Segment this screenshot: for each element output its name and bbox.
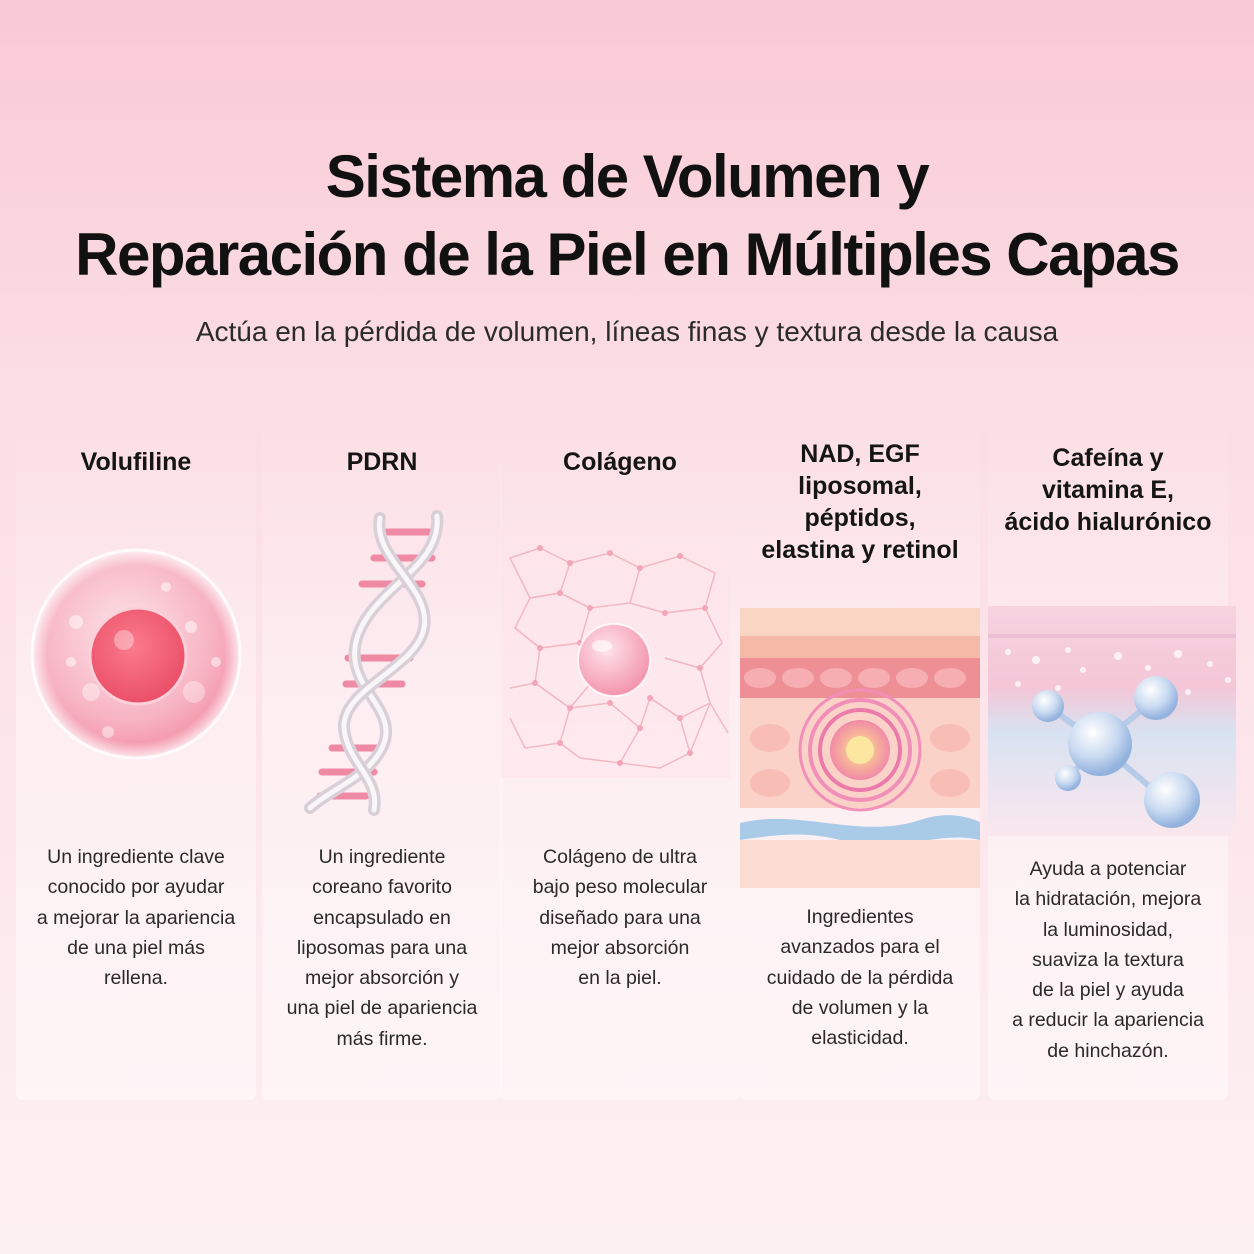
ingredient-title-line: elastina y retinol xyxy=(761,536,959,564)
page-subtitle: Actúa en la pérdida de volumen, líneas f… xyxy=(195,316,1059,347)
description-line: conocido por ayudar xyxy=(47,876,225,899)
ingredient-card-cafeina: Cafeína y vitamina E, ácido hialurónico xyxy=(988,420,1236,1100)
ingredient-card-pdrn: PDRN Un ingrediente coreano favorito enc… xyxy=(262,420,502,1100)
description-line: una piel de apariencia xyxy=(286,997,478,1020)
ingredient-card-volufiline: Volufiline xyxy=(16,420,256,1100)
description-line: Un ingrediente clave xyxy=(47,846,225,868)
description-line: avanzados para el xyxy=(780,936,940,959)
ingredient-description: Ayuda a potenciar la hidratación, mejora… xyxy=(988,854,1228,1066)
description-line: en la piel. xyxy=(578,967,662,990)
dna-helix-icon xyxy=(304,510,444,816)
description-line: encapsulado en xyxy=(313,906,451,929)
ingredient-title: Volufiline xyxy=(16,446,256,478)
description-line: elasticidad. xyxy=(811,1027,909,1050)
ingredient-description: Un ingrediente clave conocido por ayudar… xyxy=(16,842,256,993)
description-line: mejor absorción xyxy=(550,936,690,959)
ingredient-description: Un ingrediente coreano favorito encapsul… xyxy=(262,842,502,1054)
page-title-line-1: Sistema de Volumen y xyxy=(325,143,930,210)
ingredient-title-line: NAD, EGF xyxy=(800,440,920,468)
ingredient-title-line: Cafeína y xyxy=(1052,444,1164,472)
description-line: a mejorar la apariencia xyxy=(36,906,236,929)
ingredient-title-line: ácido hialurónico xyxy=(1004,508,1212,536)
description-line: más firme. xyxy=(336,1027,428,1050)
collagen-network-icon xyxy=(500,528,730,778)
description-line: Ingredientes xyxy=(806,906,914,928)
description-line: la luminosidad, xyxy=(1042,918,1174,941)
ingredient-title: Colágeno xyxy=(500,446,740,478)
ingredient-title-line: vitamina E, xyxy=(1042,476,1174,504)
ingredient-title: Cafeína y vitamina E, ácido hialurónico xyxy=(988,442,1228,538)
ingredient-title: PDRN xyxy=(262,446,502,478)
page-title-line-2: Reparación de la Piel en Múltiples Capas xyxy=(75,221,1180,288)
skin-layers-icon xyxy=(740,608,980,888)
ingredient-title-line: péptidos, xyxy=(804,504,916,532)
description-line: de volumen y la xyxy=(791,996,929,1019)
description-line: mejor absorción y xyxy=(305,967,459,990)
ingredient-card-colageno: Colágeno xyxy=(500,420,740,1100)
description-line: Un ingrediente xyxy=(318,846,446,868)
description-line: de una piel más xyxy=(67,936,205,959)
description-line: diseñado para una xyxy=(539,906,701,929)
description-line: bajo peso molecular xyxy=(532,876,708,899)
description-line: a reducir la apariencia xyxy=(1012,1009,1204,1032)
cell-sphere-icon xyxy=(30,548,242,760)
ingredient-title-line: PDRN xyxy=(346,448,418,476)
description-line: Ayuda a potenciar xyxy=(1029,858,1187,880)
description-line: cuidado de la pérdida xyxy=(766,966,954,989)
description-line: rellena. xyxy=(104,967,168,990)
description-line: coreano favorito xyxy=(312,876,452,899)
description-line: de hinchazón. xyxy=(1047,1039,1169,1062)
ingredient-title-line: Colágeno xyxy=(563,448,677,476)
ingredient-description: Ingredientes avanzados para el cuidado d… xyxy=(740,902,980,1053)
page-title: Sistema de Volumen y Reparación de la Pi… xyxy=(0,138,1254,294)
description-line: Colágeno de ultra xyxy=(543,846,697,868)
description-line: suaviza la textura xyxy=(1032,948,1184,971)
ingredient-title: NAD, EGF liposomal, péptidos, elastina y… xyxy=(740,438,980,566)
ingredient-title-line: liposomal, xyxy=(798,472,922,500)
ingredient-description: Colágeno de ultra bajo peso molecular di… xyxy=(500,842,740,993)
ingredient-card-nad-egf: NAD, EGF liposomal, péptidos, elastina y… xyxy=(740,420,980,1100)
description-line: la hidratación, mejora xyxy=(1014,888,1202,911)
description-line: liposomas para una xyxy=(296,936,468,959)
molecule-icon xyxy=(988,606,1236,836)
ingredient-title-line: Volufiline xyxy=(80,448,192,476)
description-line: de la piel y ayuda xyxy=(1032,979,1184,1002)
